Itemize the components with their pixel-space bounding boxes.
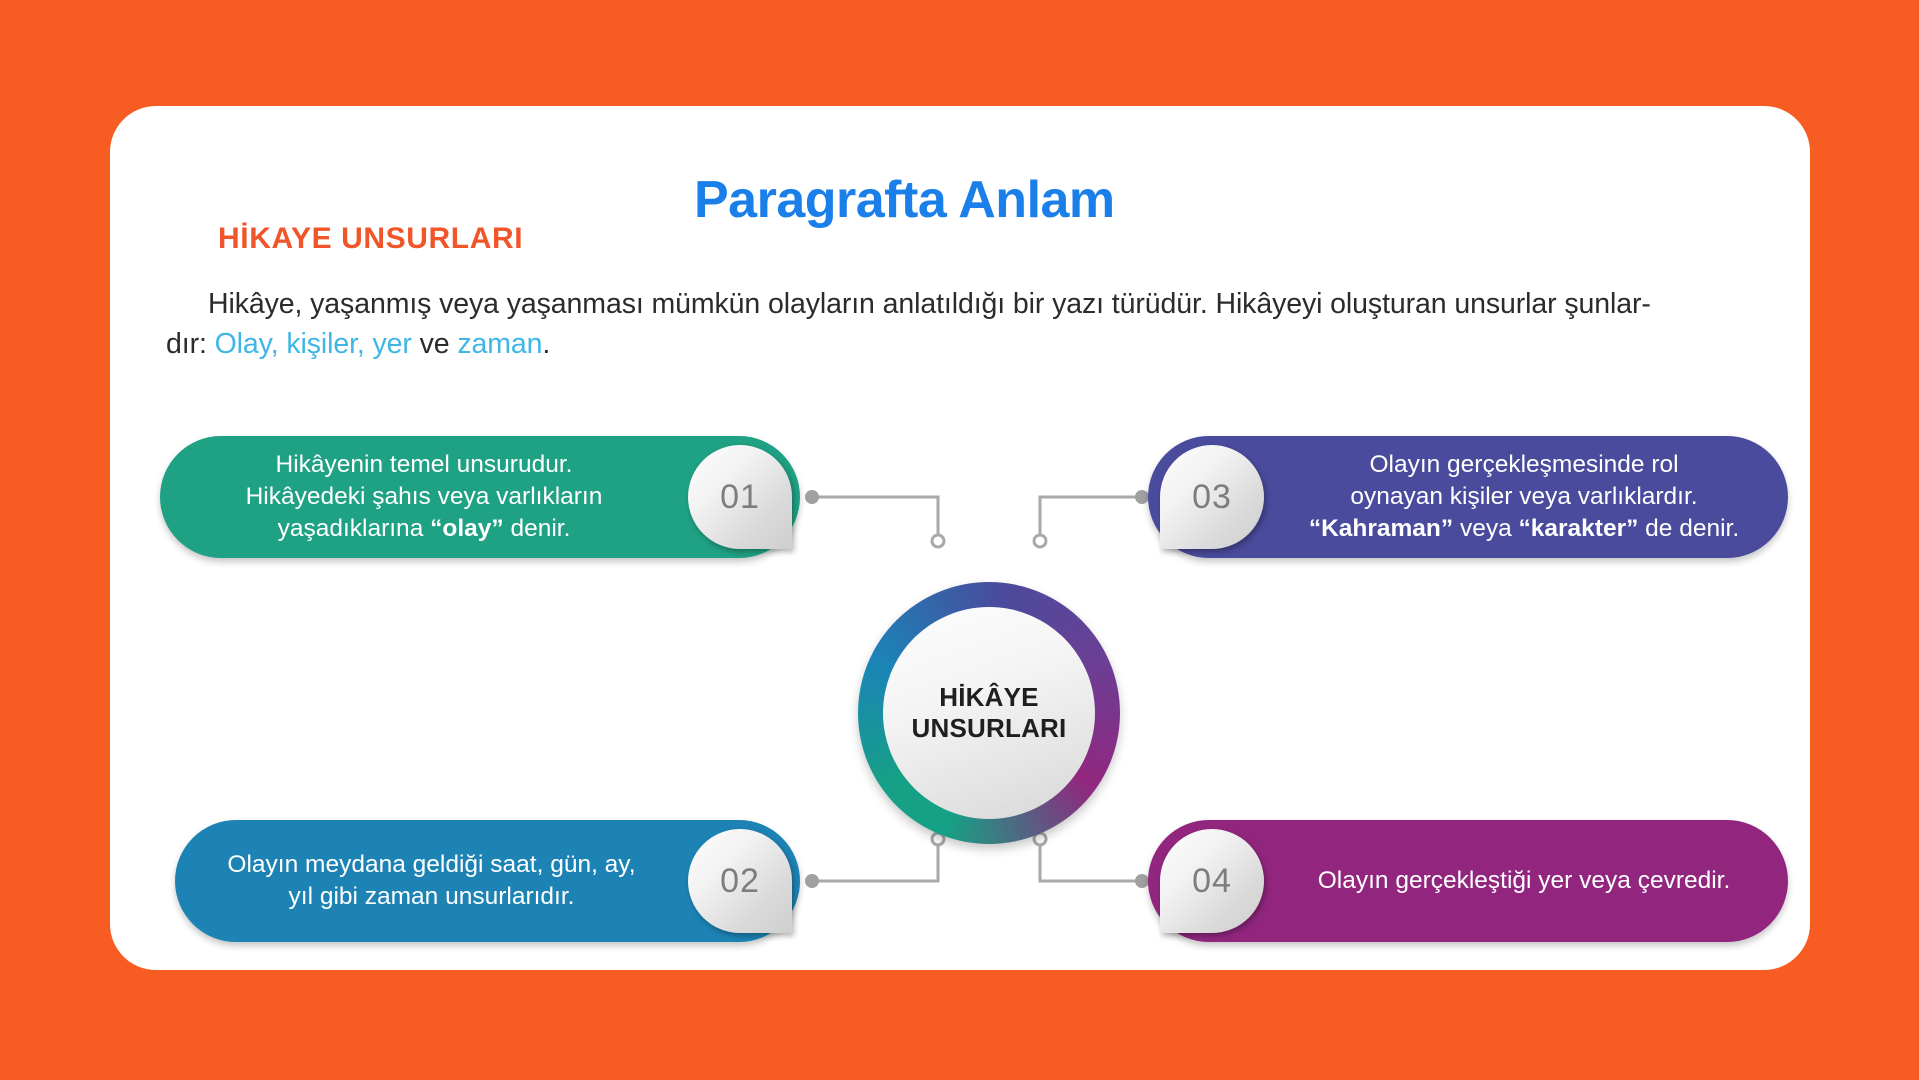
item-number-badge-01: 01	[688, 445, 792, 549]
item-text-03-bold: “Kahraman”	[1308, 514, 1454, 542]
connector-path-03	[1038, 495, 1142, 536]
item-text-03-bold2: “karakter”	[1518, 514, 1639, 542]
connector-dot-03	[1135, 490, 1149, 504]
page-title: Paragrafta Anlam	[694, 171, 1115, 229]
intro-line-2-end: .	[542, 328, 551, 361]
item-text-03-mid: veya	[1453, 514, 1519, 542]
item-text-03: Olayın gerçekleşmesinde rol oynayan kişi…	[1148, 449, 1788, 545]
item-number-badge-02: 02	[688, 829, 792, 933]
connector-node-01	[930, 533, 946, 549]
intro-line-2-mid: ve	[411, 328, 458, 361]
connector-path-01	[812, 495, 940, 536]
connector-path-02	[812, 844, 940, 883]
center-hub-label: HİKÂYE UNSURLARI	[911, 682, 1067, 743]
connector-node-03	[1032, 533, 1048, 549]
intro-paragraph: Hikâye, yaşanmış veya yaşanması mümkün o…	[166, 284, 1756, 365]
section-kicker: HİKAYE UNSURLARI	[218, 222, 524, 255]
item-text-04: Olayın gerçekleştiği yer veya çevredir.	[1148, 865, 1788, 897]
intro-line-2-lead: dır:	[166, 328, 215, 361]
intro-highlight-2: zaman	[457, 328, 543, 361]
item-text-03-pre: Olayın gerçekleşmesinde rol oynayan kişi…	[1350, 451, 1698, 511]
item-number-badge-04: 04	[1160, 829, 1264, 933]
item-text-02-pre: Olayın meydana geldiği saat, gün, ay, yı…	[227, 851, 636, 910]
item-text-03-post: de denir.	[1638, 514, 1740, 542]
center-hub: HİKÂYE UNSURLARI	[858, 582, 1120, 844]
connector-dot-01	[805, 490, 819, 504]
item-text-04-pre: Olayın gerçekleştiği yer veya çevredir.	[1317, 867, 1731, 895]
intro-highlight-1: Olay, kişiler, yer	[214, 328, 412, 361]
item-text-01-pre: Hikâyenin temel unsurudur. Hikâyedeki şa…	[245, 451, 603, 542]
item-text-01-post: denir.	[503, 514, 571, 542]
item-number-badge-03: 03	[1160, 445, 1264, 549]
connector-dot-04	[1135, 874, 1149, 888]
connector-path-04	[1038, 844, 1142, 883]
item-text-01-bold: “olay”	[430, 514, 504, 542]
item-text-02: Olayın meydana geldiği saat, gün, ay, yı…	[175, 849, 800, 913]
center-hub-inner: HİKÂYE UNSURLARI	[883, 607, 1095, 819]
intro-line-1: Hikâye, yaşanmış veya yaşanması mümkün o…	[208, 288, 1651, 320]
connector-dot-02	[805, 874, 819, 888]
item-text-01: Hikâyenin temel unsurudur. Hikâyedeki şa…	[160, 449, 800, 545]
